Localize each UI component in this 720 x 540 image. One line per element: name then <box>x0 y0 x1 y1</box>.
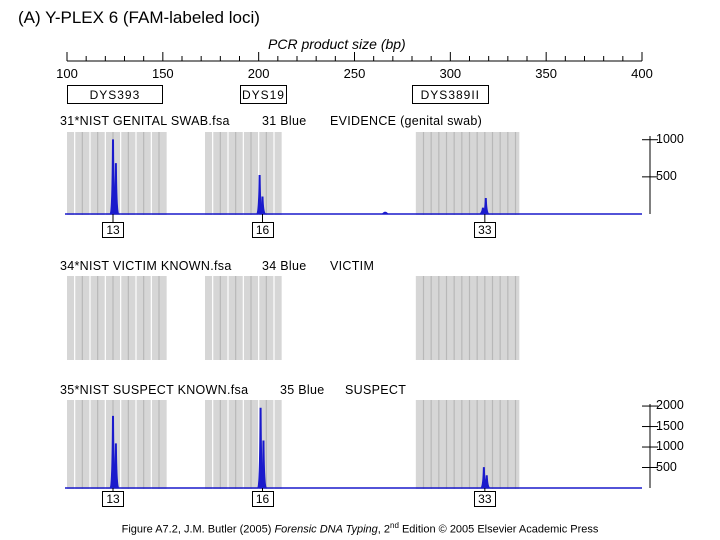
x-axis-title: PCR product size (bp) <box>268 36 406 52</box>
y-tick-label: 2000 <box>656 398 684 413</box>
trace-peak <box>482 198 490 215</box>
panel-dye: 35 Blue <box>280 383 325 397</box>
y-tick-label: 500 <box>656 168 677 183</box>
locus-box-dys393: DYS393 <box>67 85 163 104</box>
trace-peak <box>112 443 120 489</box>
trace-peak <box>381 211 389 215</box>
x-tick-label: 300 <box>439 66 462 81</box>
panel-file-name: 35*NIST SUSPECT KNOWN.fsa <box>60 383 249 397</box>
locus-box-dys389ii: DYS389II <box>412 85 489 104</box>
panel-file-name: 31*NIST GENITAL SWAB.fsa <box>60 114 230 128</box>
allele-bin-region <box>415 132 520 215</box>
trace-peak <box>259 196 266 215</box>
panel-file-name: 34*NIST VICTIM KNOWN.fsa <box>60 259 232 273</box>
caption-book-title: Forensic DNA Typing <box>274 523 378 536</box>
locus-box-dys19: DYS19 <box>239 85 288 104</box>
x-tick-label: 200 <box>247 66 270 81</box>
x-tick-label: 250 <box>343 66 366 81</box>
x-tick-label: 100 <box>56 66 78 81</box>
panel-sample-label: VICTIM <box>330 259 375 273</box>
figure-caption: Figure A7.2, J.M. Butler (2005) Forensic… <box>0 521 720 536</box>
trace-peak <box>483 475 491 489</box>
panel-dye: 31 Blue <box>262 114 307 128</box>
allele-bin-region <box>415 276 520 360</box>
allele-call-label: 13 <box>102 222 124 238</box>
y-tick-label: 1000 <box>656 439 684 454</box>
allele-call-label: 16 <box>251 491 274 507</box>
allele-bin-region <box>67 276 167 360</box>
allele-call-label: 33 <box>473 491 496 507</box>
caption-superscript: nd <box>390 521 399 530</box>
x-tick-label: 150 <box>151 66 174 81</box>
y-tick-label: 500 <box>656 459 677 474</box>
y-tick-label: 1000 <box>656 131 684 146</box>
caption-middle: , 2 <box>377 523 390 536</box>
allele-call-label: 16 <box>251 222 274 238</box>
allele-bin-region <box>415 400 520 489</box>
y-tick-label: 1500 <box>656 418 684 433</box>
caption-prefix: Figure A7.2, J.M. Butler (2005) <box>121 523 275 536</box>
allele-call-label: 13 <box>102 491 124 507</box>
trace-peak <box>112 163 120 215</box>
caption-suffix: Edition © 2005 Elsevier Academic Press <box>398 523 599 536</box>
panel-sample-label: EVIDENCE (genital swab) <box>330 114 483 128</box>
x-tick-label: 400 <box>631 66 653 81</box>
panel-dye: 34 Blue <box>262 259 307 273</box>
trace-peak <box>260 440 267 489</box>
allele-call-label: 33 <box>473 222 496 238</box>
figure-title: (A) Y-PLEX 6 (FAM-labeled loci) <box>18 8 260 27</box>
panel-sample-label: SUSPECT <box>345 383 407 397</box>
x-tick-label: 350 <box>535 66 558 81</box>
